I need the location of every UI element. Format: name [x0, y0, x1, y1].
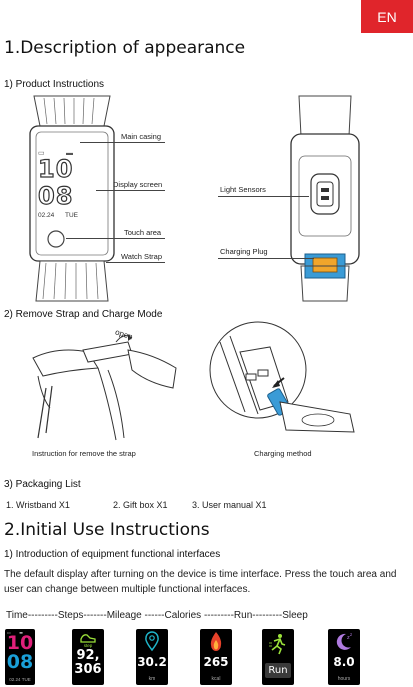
- shoe-icon: [80, 634, 96, 643]
- screen-day: TUE: [65, 212, 78, 219]
- callout-light-sensors: [218, 196, 309, 197]
- wristband-front-illustration: [29, 95, 115, 302]
- callout-display-screen: [96, 190, 165, 191]
- charging-illustration: [209, 321, 355, 433]
- tile-run: Run: [262, 629, 294, 685]
- callout-main-casing: [80, 142, 165, 143]
- packaging-item-3: 3. User manual X1: [192, 500, 267, 510]
- screen-minute: 08: [37, 181, 74, 210]
- tile-mileage-unit: km: [148, 676, 156, 682]
- callout-watch-strap: [106, 262, 165, 263]
- tile-time-minute: 08: [6, 651, 34, 673]
- label-touch-area: Touch area: [124, 228, 162, 237]
- tile-calories-unit: kcal: [211, 676, 221, 682]
- caption-charging-method: Charging method: [254, 449, 312, 458]
- flame-icon: [210, 632, 222, 651]
- wristband-back-illustration: [290, 95, 360, 302]
- section2-title: 2.Initial Use Instructions: [4, 520, 210, 540]
- tile-calories: 265 kcal: [200, 629, 232, 685]
- screen-hour: 10: [37, 154, 74, 183]
- caption-remove-strap: Instruction for remove the strap: [32, 449, 136, 458]
- callout-charging-plug: [218, 258, 314, 259]
- moon-icon: z z: [336, 632, 352, 650]
- tile-calories-value: 265: [203, 655, 229, 669]
- tile-time: ▭ ▬ 10 08 02.24 TUE: [5, 629, 35, 685]
- section1-title: 1.Description of appearance: [4, 38, 246, 58]
- runner-icon: [269, 634, 286, 655]
- tile-sleep-unit: hours: [337, 676, 351, 682]
- tile-steps: step 92, 306: [72, 629, 104, 685]
- strap-removal-illustration: [32, 334, 177, 441]
- function-sequence-line: Time---------Steps-------Mileage ------C…: [6, 610, 308, 621]
- intro-paragraph: The default display after turning on the…: [4, 569, 397, 595]
- location-pin-icon: [145, 631, 159, 652]
- tile-steps-label: step: [83, 643, 93, 648]
- label-main-casing: Main casing: [121, 132, 162, 141]
- tile-steps-value-2: 306: [74, 662, 102, 677]
- tile-time-hour: 10: [6, 632, 34, 654]
- svg-text:z: z: [350, 632, 352, 637]
- tile-mileage-value: 30.2: [137, 655, 167, 669]
- label-light-sensors: Light Sensors: [220, 185, 266, 194]
- product-instructions-heading: 1) Product Instructions: [4, 79, 105, 90]
- screen-date: 02.24: [38, 212, 55, 219]
- label-display-screen: Display screen: [113, 180, 163, 189]
- callout-touch-area: [66, 238, 165, 239]
- label-watch-strap: Watch Strap: [121, 252, 162, 261]
- tile-mileage: 30.2 km: [136, 629, 168, 685]
- svg-text:z: z: [347, 635, 350, 641]
- functional-interfaces-heading: 1) Introduction of equipment functional …: [4, 549, 221, 560]
- screen-status-icons: ▭ ▬: [38, 150, 74, 157]
- tile-run-value: Run: [268, 665, 288, 676]
- packaging-item-2: 2. Gift box X1: [113, 500, 168, 510]
- tile-sleep-value: 8.0: [333, 655, 355, 669]
- packaging-list-heading: 3) Packaging List: [4, 479, 81, 490]
- tile-time-date: 02.24 TUE: [9, 677, 31, 682]
- tile-steps-value-1: 92,: [76, 648, 100, 663]
- language-tab-en[interactable]: EN: [361, 0, 413, 33]
- tile-sleep: z z 8.0 hours: [328, 629, 360, 685]
- label-charging-plug: Charging Plug: [220, 247, 268, 256]
- remove-strap-heading: 2) Remove Strap and Charge Mode: [4, 309, 163, 320]
- packaging-item-1: 1. Wristband X1: [6, 500, 70, 510]
